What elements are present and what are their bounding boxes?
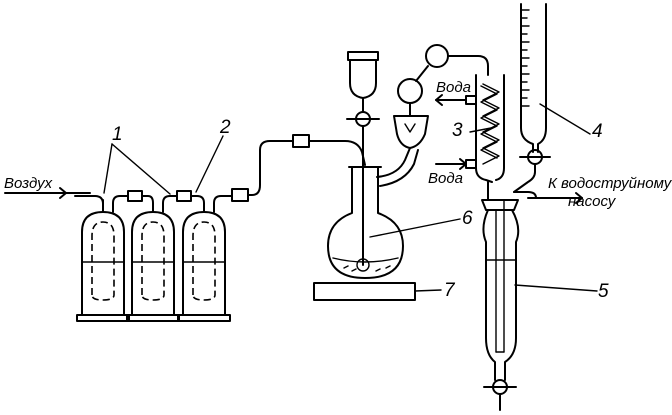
wash-bottle-3 xyxy=(177,211,231,322)
dropping-funnel xyxy=(346,51,380,266)
vacuum-outlet xyxy=(513,191,583,204)
burette xyxy=(513,3,551,193)
wash-bottle-2 xyxy=(126,211,180,322)
pump-label-line2: насосу xyxy=(568,193,617,210)
part-number-5: 5 xyxy=(598,281,609,302)
part-number-3: 3 xyxy=(452,120,463,141)
stand xyxy=(313,282,416,301)
condenser xyxy=(465,74,505,201)
water-in-label: Вода xyxy=(428,170,463,187)
leader-lines xyxy=(103,103,598,292)
part-number-6: 6 xyxy=(462,208,473,229)
part-number-7: 7 xyxy=(444,280,456,301)
water-out-arrow xyxy=(435,94,466,106)
water-in-arrow xyxy=(435,158,467,170)
pump-label-line1: К водоструйному xyxy=(548,175,672,192)
part-number-2: 2 xyxy=(219,117,231,138)
round-flask xyxy=(327,166,404,279)
trap-assembly xyxy=(376,44,489,187)
water-out-label: Вода xyxy=(436,79,471,96)
part-number-1: 1 xyxy=(112,124,123,145)
receiver-vessel xyxy=(481,199,520,411)
wash-bottle-1 xyxy=(76,199,130,322)
air-label: Воздух xyxy=(4,175,53,192)
part-number-4: 4 xyxy=(592,121,603,142)
bottle-connectors xyxy=(112,134,366,213)
